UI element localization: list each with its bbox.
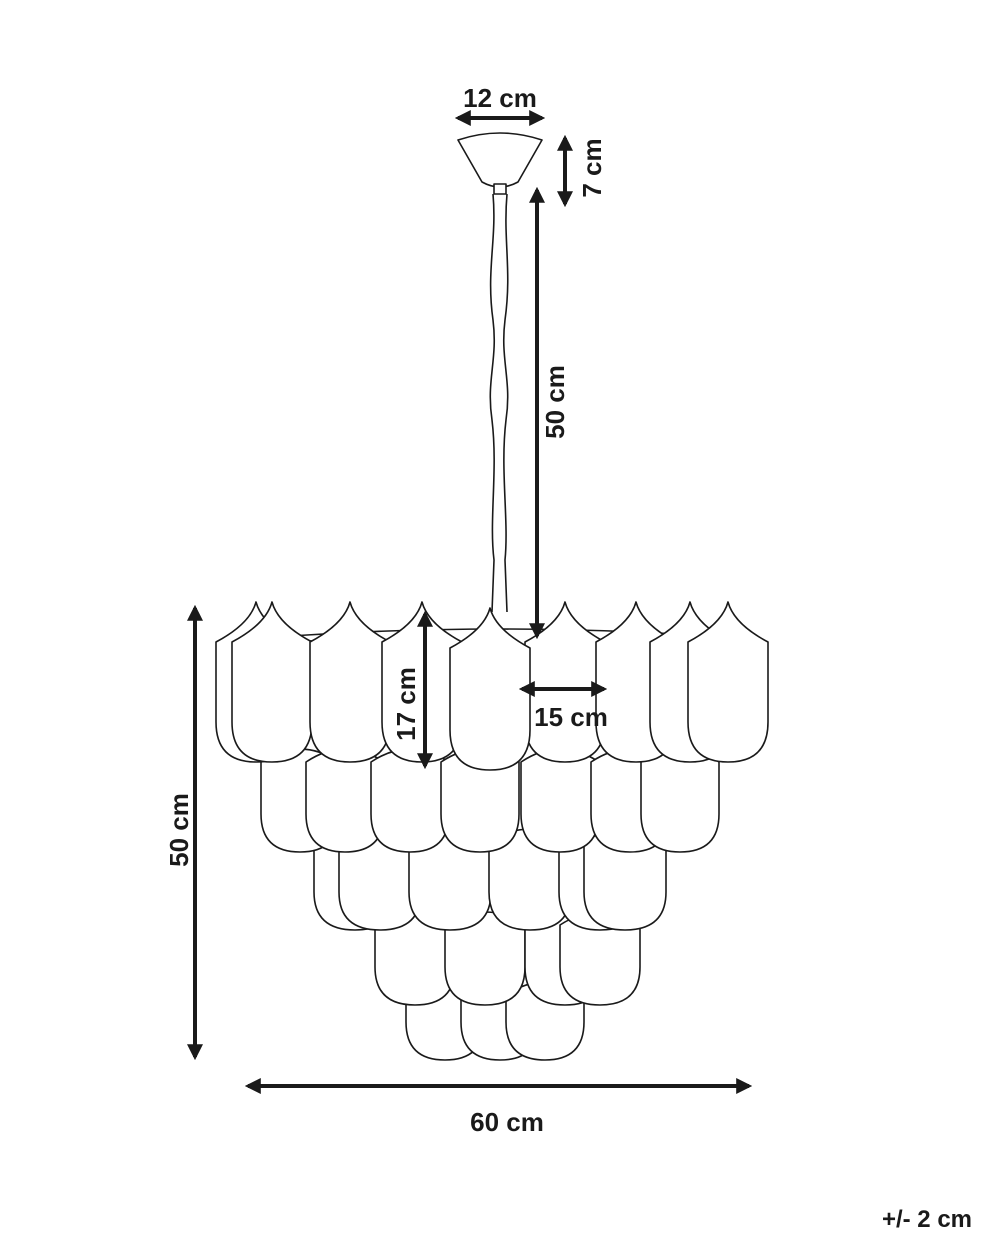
canopy-width-label: 12 cm: [463, 83, 537, 113]
leaf-shape: [309, 601, 391, 763]
leaf-shape: [231, 601, 313, 763]
leaf-shape: [520, 748, 600, 853]
tolerance-note: +/- 2 cm: [882, 1206, 972, 1233]
cord-length-label: 50 cm: [540, 365, 570, 439]
leaf-shape: [687, 601, 769, 763]
leaf-tiers: [215, 601, 769, 1061]
suspension-cord: [489, 193, 509, 613]
canopy-height-label: 7 cm: [577, 138, 607, 197]
leaf-shape: [370, 748, 450, 853]
body-width-label: 60 cm: [470, 1107, 544, 1137]
canopy: [457, 132, 543, 195]
leaf-height-label: 17 cm: [391, 667, 421, 741]
leaf-shape: [449, 607, 531, 771]
leaf-width-label: 15 cm: [534, 702, 608, 732]
body-height-label: 50 cm: [164, 793, 194, 867]
leaf-shape: [640, 748, 720, 853]
